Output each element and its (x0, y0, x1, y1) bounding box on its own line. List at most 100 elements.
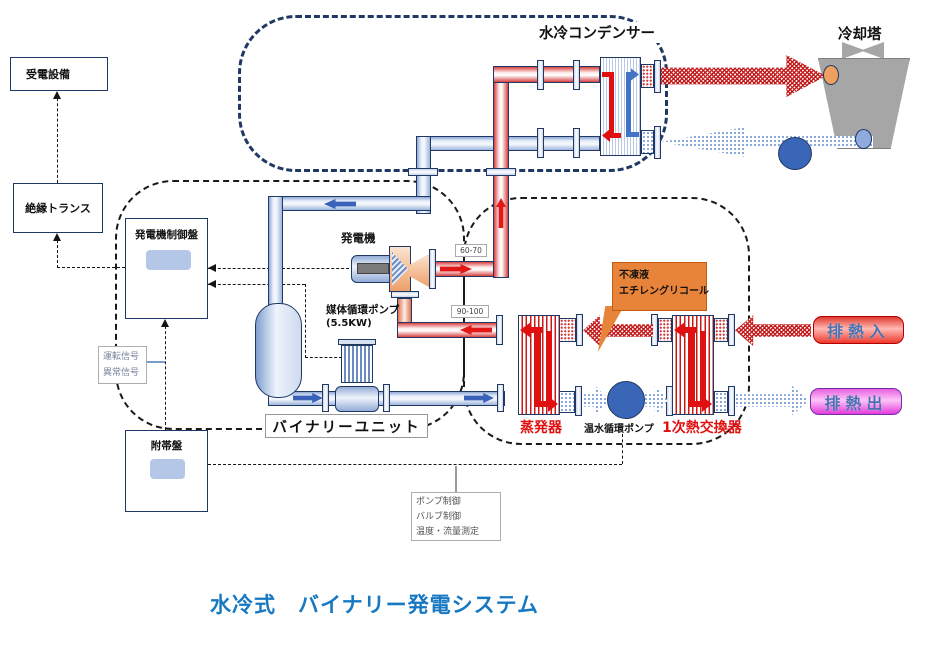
flange (537, 60, 544, 90)
connector-transformer-panel (57, 267, 125, 268)
flange (322, 384, 329, 412)
flange (383, 384, 390, 412)
control-line1: ポンプ制御 (416, 497, 461, 507)
flange (408, 168, 438, 176)
signal-line1: 運転信号 (103, 352, 140, 362)
flange (654, 126, 661, 159)
primary-hx-label: 1次熱交換器 (662, 420, 742, 436)
tower-outlet-nozzle (855, 129, 872, 149)
port (714, 318, 728, 342)
connector-signalbox (147, 361, 165, 363)
temp-tag-turbine-outlet: 60-70 (455, 244, 487, 257)
signal-box: 運転信号 異常信号 (98, 346, 147, 384)
flange (497, 384, 504, 412)
cooling-water-pump (778, 137, 812, 170)
medium-pump-cap (338, 339, 376, 345)
hot-water-pump-label: 温水循環ポンプ (584, 424, 654, 435)
isolation-transformer-label: 絶縁トランス (25, 202, 91, 215)
power-receiving-box: 受電設備 (10, 57, 108, 91)
connector-aux-panel (165, 321, 166, 430)
port (559, 391, 575, 413)
flange (486, 168, 516, 176)
flow-arrow-left (460, 325, 492, 335)
port (641, 64, 654, 88)
flow-arrow-up (496, 198, 506, 228)
port (658, 318, 672, 342)
condenser-region-label: 水冷コンデンサー (534, 22, 660, 43)
flow-arrow-right (293, 393, 323, 403)
flange (728, 386, 735, 416)
generator-label: 発電機 (341, 231, 376, 245)
flange (728, 314, 735, 346)
arrowhead-into-panel-2 (208, 280, 216, 288)
flange (496, 315, 503, 345)
heat-out-badge: 排熱出 (810, 388, 902, 415)
flange (537, 128, 544, 158)
tower-inlet-nozzle (823, 65, 839, 85)
arrow-cooling-supply-to-tower (661, 55, 826, 97)
hot-water-pump (607, 381, 645, 419)
primary-hx-internal-flow (674, 322, 712, 412)
medium-pump-power-label: (5.5KW) (326, 318, 372, 329)
auxiliary-panel-label: 附帯盤 (150, 440, 183, 452)
generator-control-panel-label: 発電機制御盤 (135, 229, 198, 241)
connector-aux-hotpump-v (622, 434, 623, 464)
arrowhead-into-panel-3 (161, 319, 169, 327)
pipe-vapor-to-condenser (493, 66, 600, 83)
diagram-title: 水冷式 バイナリー発電システム (210, 593, 539, 617)
evaporator-internal-flow (520, 322, 558, 412)
connector-receiving-transformer (57, 93, 58, 183)
connector-panel-pump-h2 (305, 357, 342, 358)
panel-indicator (150, 459, 185, 479)
isolation-transformer-box: 絶縁トランス (13, 183, 103, 233)
turbine-diffuser-cone (410, 254, 429, 287)
port (641, 130, 654, 154)
binary-unit-label: バイナリーユニット (272, 419, 421, 436)
receiver-tank (255, 303, 302, 398)
flange (391, 291, 419, 298)
antifreeze-callout: 不凍液 エチレングリコール (612, 262, 709, 311)
control-line2: バルブ制御 (416, 512, 462, 522)
heat-in-badge: 排熱入 (813, 316, 904, 344)
arrowhead-into-transformer (53, 233, 61, 241)
port (714, 391, 728, 413)
connector-aux-hotpump-h (208, 464, 622, 465)
signal-line2: 異常信号 (103, 368, 140, 378)
flow-arrow-right (464, 393, 494, 403)
port (559, 318, 576, 342)
flange (654, 60, 661, 93)
connector-panel-pump-h1 (208, 284, 305, 285)
arrowhead-into-receiving (53, 91, 61, 99)
pipe-condensate-left (268, 196, 283, 312)
medium-pump-label: 媒体循環ポンプ (326, 304, 400, 316)
auxiliary-panel-box: 附帯盤 (125, 430, 208, 512)
flow-arrow-left (324, 199, 356, 209)
flange (429, 249, 436, 289)
cooling-tower-label: 冷却塔 (838, 27, 882, 43)
flange (576, 314, 583, 346)
cooling-tower-fan (842, 42, 884, 59)
generator-control-panel-box: 発電機制御盤 (125, 218, 208, 319)
control-line3: 温度・流量測定 (416, 527, 480, 537)
flange (575, 386, 582, 416)
connector-transformer-drop (57, 235, 58, 268)
flange (573, 128, 580, 158)
antifreeze-line2: エチレングリコール (619, 286, 709, 297)
evaporator-label: 蒸発器 (520, 420, 562, 436)
connector-controlbox (455, 466, 457, 492)
condenser-region-border (238, 15, 668, 172)
binary-unit-label-plate: バイナリーユニット (265, 414, 428, 438)
flow-arrow-right (440, 264, 472, 274)
power-receiving-label: 受電設備 (26, 68, 70, 81)
panel-indicator (146, 250, 191, 270)
antifreeze-line1: 不凍液 (619, 270, 649, 281)
medium-pump-motor (341, 345, 373, 383)
control-box: ポンプ制御 バルブ制御 温度・流量測定 (411, 492, 501, 541)
generator-shaft (357, 263, 389, 274)
condenser-internal-flow (602, 68, 639, 142)
flange (573, 60, 580, 90)
temp-tag-turbine-inlet: 90-100 (451, 305, 489, 318)
connector-panel-pump-v (305, 284, 306, 358)
medium-pump-body (335, 386, 379, 412)
